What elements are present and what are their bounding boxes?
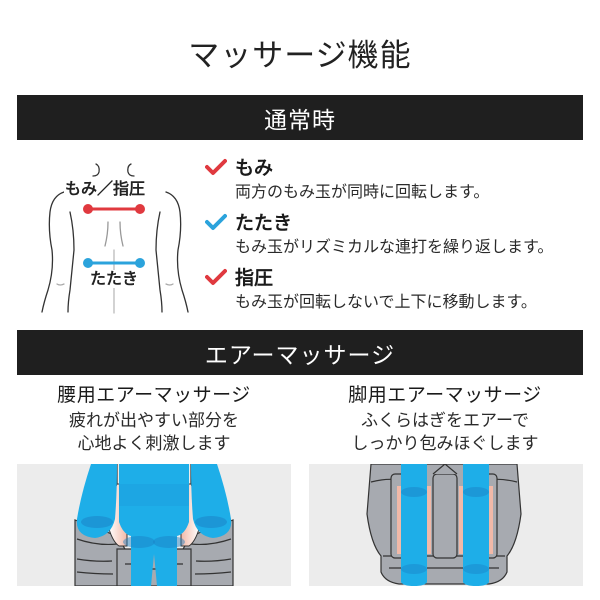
feature-description: もみ玉が回転しないで上下に移動します。	[235, 292, 537, 311]
upper-zone-label: もみ／指圧	[64, 179, 147, 198]
section-header-normal: 通常時	[17, 95, 583, 140]
feature-description: もみ玉がリズミカルな連打を繰り返します。	[235, 237, 554, 256]
waist-chair-illustration-icon	[74, 464, 234, 586]
feature-list: もみ 両方のもみ玉が同時に回転します。 たたき もみ玉がリズミカルな連打を繰り返…	[205, 153, 600, 318]
check-icon	[205, 268, 227, 285]
leg-chair-illustration-icon	[366, 464, 522, 586]
air-column-description-line1: 疲れが出やすい部分を	[69, 411, 239, 431]
feature-item-tataki: たたき もみ玉がリズミカルな連打を繰り返します。	[205, 208, 600, 263]
feature-name: たたき	[235, 212, 293, 234]
section-header-air: エアーマッサージ	[17, 330, 583, 375]
waist-air-massage-image	[17, 464, 291, 586]
air-column-description-line2: しっかり包みほぐします	[351, 434, 539, 454]
lower-zone-label: たたき	[89, 269, 140, 288]
air-column-description-line1: ふくらはぎをエアーで	[361, 411, 529, 431]
air-column-description-line2: 心地よく刺激します	[77, 434, 231, 454]
check-icon	[205, 158, 227, 175]
torso-illustration: もみ／指圧 たたき	[30, 150, 200, 315]
air-column-title: 腰用エアーマッサージ	[57, 384, 251, 406]
air-column-leg: 脚用エアーマッサージ ふくらはぎをエアーで しっかり包みほぐします	[300, 380, 590, 456]
air-column-title: 脚用エアーマッサージ	[348, 384, 542, 406]
feature-description: 両方のもみ玉が同時に回転します。	[235, 182, 490, 201]
section-header-air-label: エアーマッサージ	[204, 342, 396, 369]
check-icon	[205, 213, 227, 230]
air-column-waist: 腰用エアーマッサージ 疲れが出やすい部分を 心地よく刺激します	[9, 380, 299, 456]
page-title: マッサージ機能	[188, 38, 412, 74]
feature-name: 指圧	[235, 267, 274, 289]
feature-item-shiatsu: 指圧 もみ玉が回転しないで上下に移動します。	[205, 263, 600, 318]
torso-outline-icon	[41, 163, 189, 314]
leg-air-massage-image	[309, 464, 583, 586]
feature-name: もみ	[235, 157, 274, 179]
section-header-normal-label: 通常時	[264, 107, 336, 134]
feature-item-momi: もみ 両方のもみ玉が同時に回転します。	[205, 153, 600, 208]
